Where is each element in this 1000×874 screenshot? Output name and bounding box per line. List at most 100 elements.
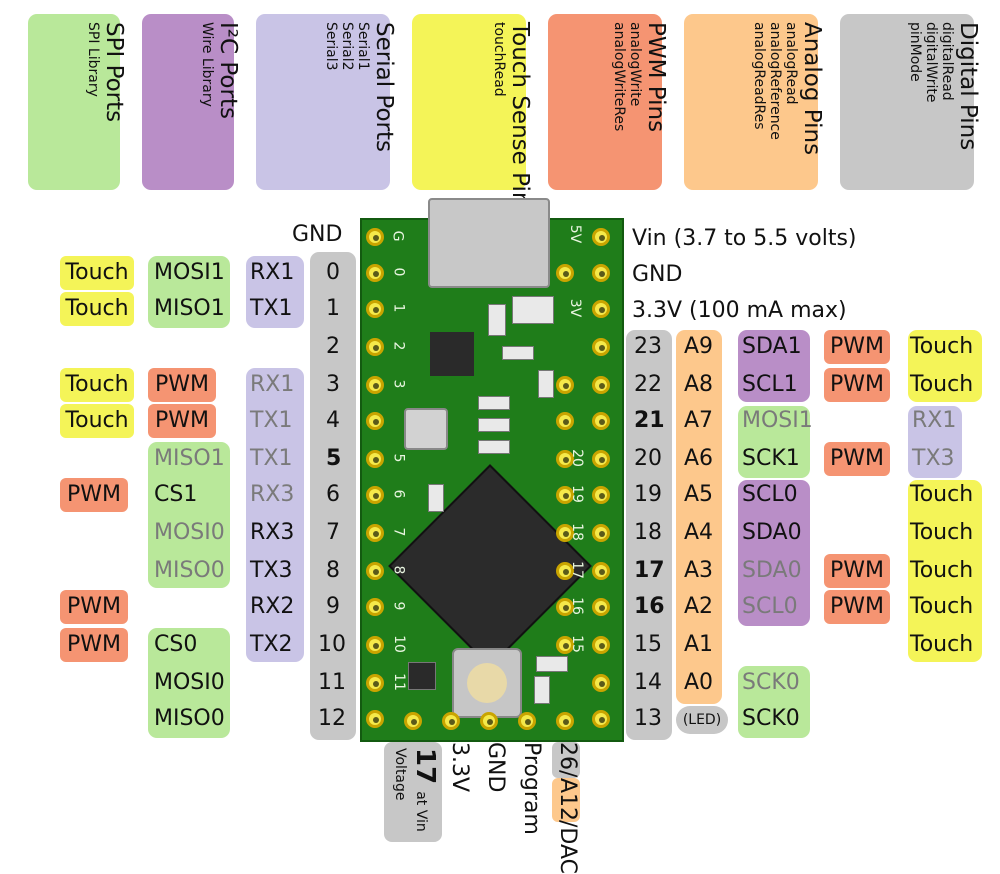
left-pin-7: 7 [326, 520, 340, 545]
left-pin-11: 11 [318, 670, 346, 695]
serial-label-pin9: RX2 [250, 594, 295, 619]
v33-label: 3.3V (100 mA max) [632, 298, 847, 323]
analog-a6: A6 [684, 446, 714, 471]
bottom-gnd-label: GND [483, 742, 508, 793]
touch-sense-category: Touch Sense Pins touchRead [412, 14, 533, 218]
i2c-scl0-alt: SCL0 [742, 594, 798, 619]
silk-left-5: 5 [390, 453, 407, 463]
pad-inner [556, 486, 574, 504]
right-digital-strip [626, 330, 672, 740]
left-pin-5: 5 [326, 446, 342, 471]
spi-label-pin1: MISO1 [154, 296, 225, 321]
silk-left-6: 6 [390, 489, 407, 499]
pin26-box: 26/ [552, 742, 580, 778]
right-touch-strip-a [908, 330, 982, 402]
pad-12 [366, 710, 384, 728]
smd-component [478, 396, 510, 410]
touchread-label: touchRead [491, 22, 507, 97]
pad-bottom-3v3 [442, 712, 460, 730]
left-pin-2: 2 [326, 334, 340, 359]
analogwriteres-label: analogWriteRes [611, 22, 627, 132]
spi-label-pin7: MOSI0 [154, 520, 225, 545]
left-pin-12: 12 [318, 706, 346, 731]
touch-label-pin0: Touch [60, 256, 134, 290]
silk-left-9: 9 [390, 601, 407, 611]
left-digital-strip [310, 252, 356, 740]
pad-5 [366, 450, 384, 468]
small-ic [430, 332, 474, 376]
bottom-program-label: Program [519, 742, 544, 835]
right-i2c-strip-a [738, 330, 810, 402]
pwm-label-pin9: PWM [60, 590, 128, 624]
touch-label-pin19: Touch [910, 482, 974, 507]
silk-right-17: 17 [568, 561, 585, 579]
right-gnd-label: GND [632, 262, 683, 287]
pad-inner [556, 412, 574, 430]
pad-16 [592, 598, 610, 616]
pad-inner [556, 264, 574, 282]
serial-label-pin1: TX1 [250, 296, 293, 321]
pwm-label-pin22: PWM [824, 368, 890, 402]
touch-label-pin23: Touch [910, 334, 974, 359]
pad-6 [366, 486, 384, 504]
serial-ports-title: Serial Ports [371, 22, 397, 152]
left-pin-10: 10 [318, 632, 346, 657]
touch-label-pin16: Touch [910, 594, 974, 619]
pad-17 [592, 562, 610, 580]
analogread-label: analogRead [783, 22, 799, 105]
analog-a3: A3 [684, 558, 714, 583]
pad-4 [366, 412, 384, 430]
pad-bottom-17 [404, 712, 422, 730]
i2c-scl1: SCL1 [742, 372, 798, 397]
silk-5v: 5V [567, 224, 584, 244]
bottom-program-label-wrap: Program [516, 742, 544, 852]
touch-label-pin15: Touch [910, 632, 974, 657]
right-pin-13: 13 [634, 706, 662, 731]
spi-label-pin10: CS0 [154, 632, 198, 657]
left-pin-4: 4 [326, 408, 340, 433]
analog-a1: A1 [684, 632, 714, 657]
silk-left-3: 3 [390, 379, 407, 389]
serial-ports-category: Serial Ports Serial1 Serial2 Serial3 [256, 14, 397, 190]
touch-label-pin22: Touch [910, 372, 974, 397]
digital-pins-category: Digital Pins digitalRead digitalWrite pi… [840, 14, 981, 190]
spi-label-pin11: MOSI0 [154, 670, 225, 695]
pad-11 [366, 674, 384, 692]
right-pin-14: 14 [634, 670, 662, 695]
silk-right-16: 16 [568, 597, 585, 615]
pin17-voltage-box: 17 at Vin Voltage [384, 742, 442, 842]
left-spi-strip-a [148, 256, 230, 328]
right-spi-strip-b [738, 666, 810, 738]
touch-label-pin4: Touch [60, 404, 134, 438]
analogreadres-label: analogReadRes [751, 22, 767, 130]
smd-component [502, 346, 534, 360]
pad-19 [592, 486, 610, 504]
touch-label-pin3: Touch [60, 368, 134, 402]
left-pin-0: 0 [326, 260, 340, 285]
usb-connector [428, 198, 550, 288]
spi-ports-category: SPI Ports SPI Library [28, 14, 127, 190]
analog-a5: A5 [684, 482, 714, 507]
vin-label: Vin (3.7 to 5.5 volts) [632, 226, 857, 251]
pad-3v3 [592, 300, 610, 318]
smd-component [478, 440, 510, 454]
serial-label-pin5: TX1 [250, 446, 293, 471]
dac-label: /DAC [555, 820, 580, 874]
smd-component [478, 418, 510, 432]
led-component [536, 656, 568, 672]
program-button[interactable] [452, 648, 522, 718]
analogreference-label: analogReference [767, 22, 783, 140]
i2c-scl0: SCL0 [742, 482, 798, 507]
pwm-label-pin10: PWM [60, 628, 128, 662]
spi-sck0: SCK0 [742, 706, 800, 731]
silk-g: G [389, 230, 406, 242]
right-pin-23: 23 [634, 334, 662, 359]
pad-3 [366, 376, 384, 394]
i2c-sda0-alt: SDA0 [742, 558, 802, 583]
pwm-label-pin6: PWM [60, 478, 128, 512]
pad-20 [592, 450, 610, 468]
bottom-3v3-label-wrap: 3.3V [444, 742, 472, 822]
silk-right-18: 18 [568, 523, 585, 541]
spi-sck1: SCK1 [742, 446, 800, 471]
wire-library-label: Wire Library [199, 22, 215, 107]
